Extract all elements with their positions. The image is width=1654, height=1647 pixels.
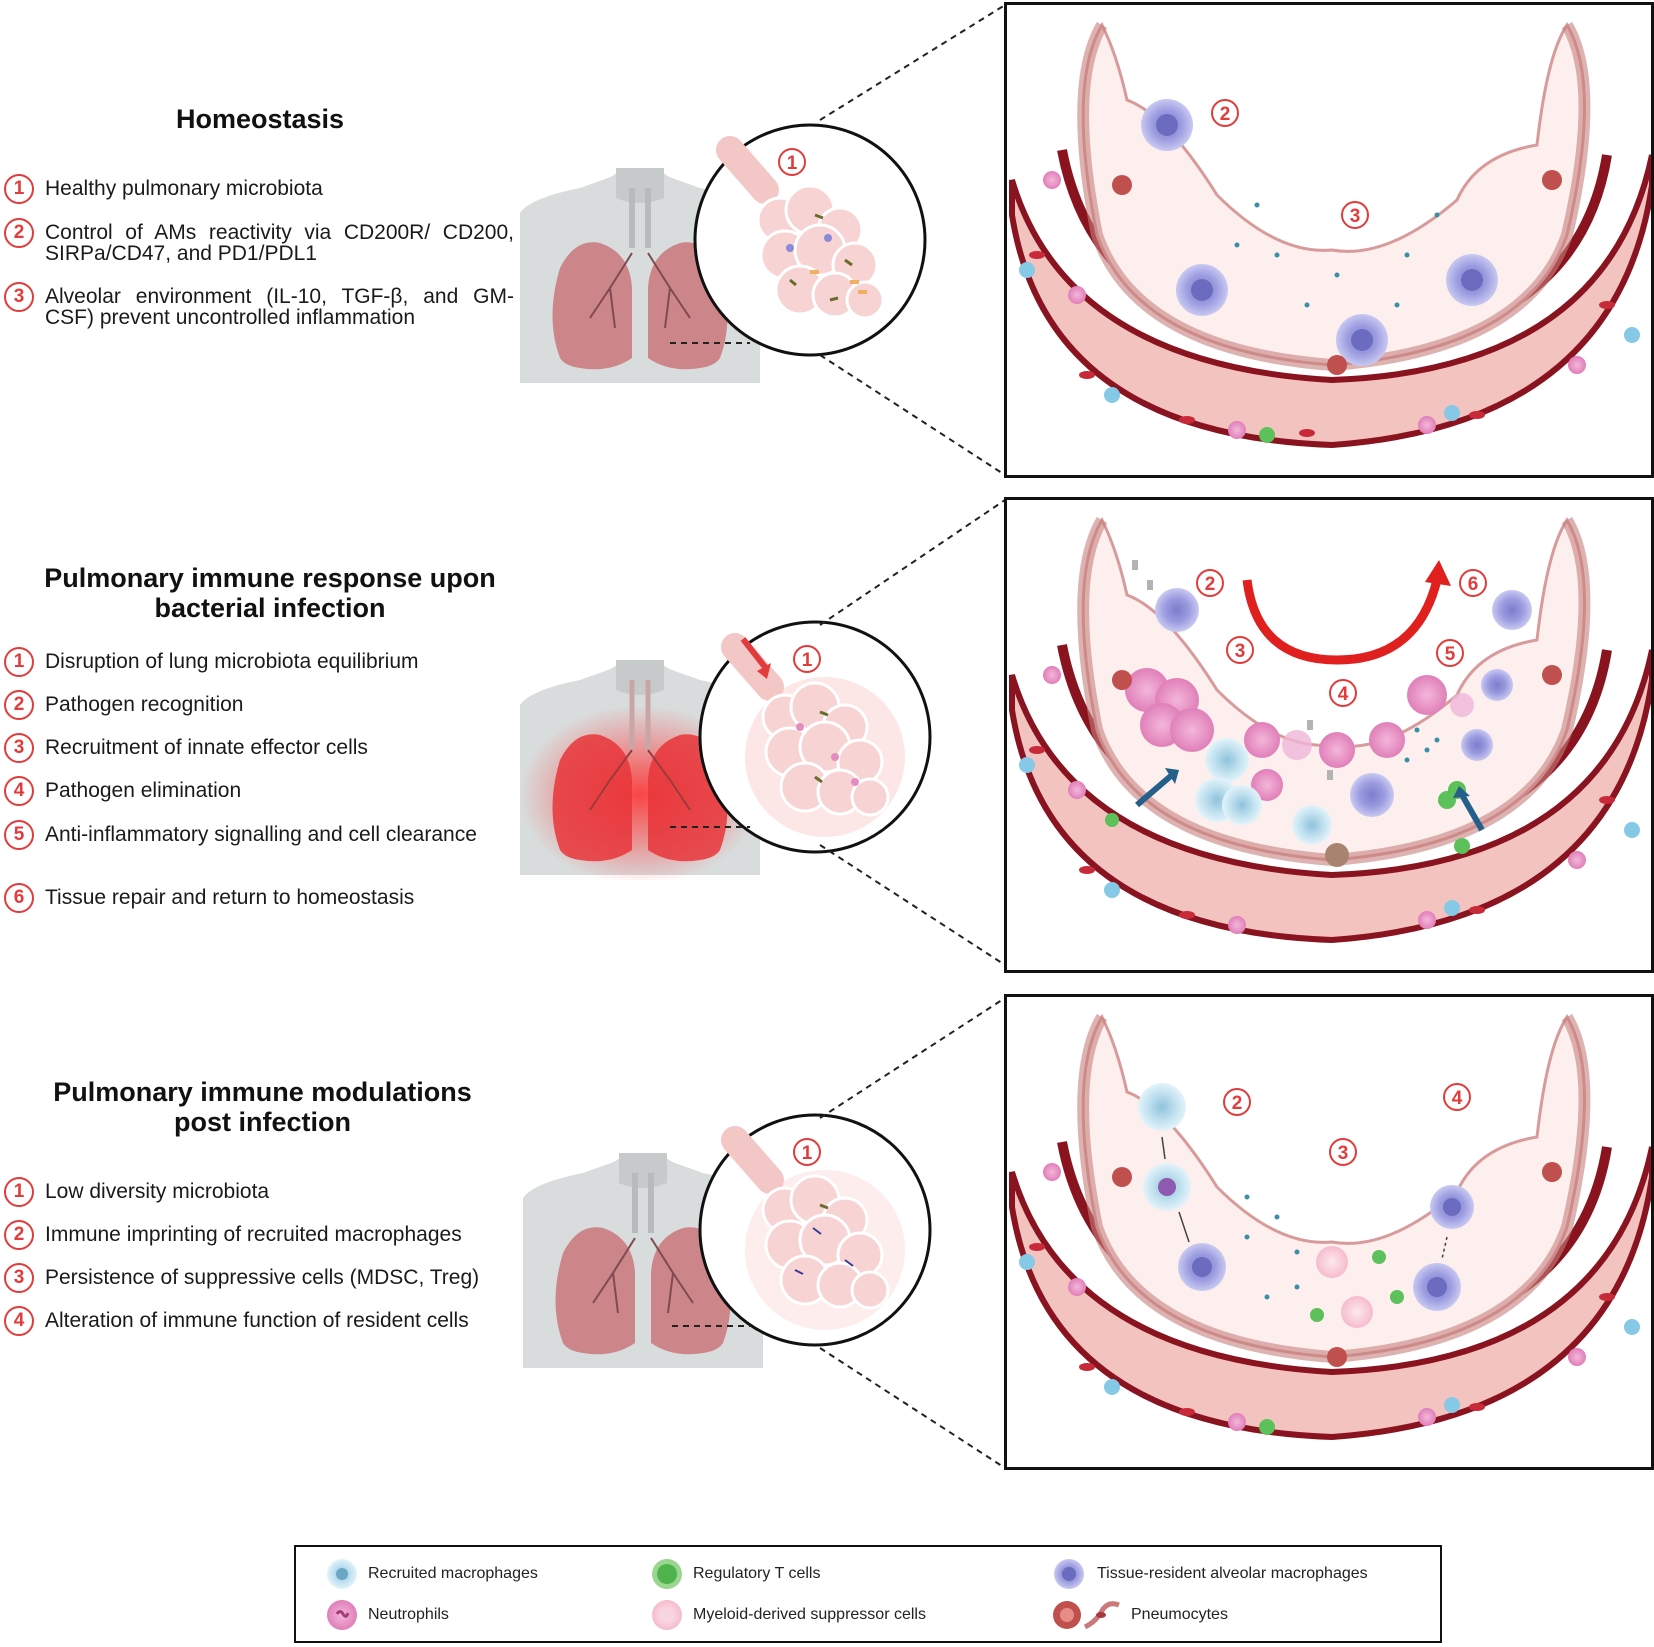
neutrophil-icon [327, 1600, 357, 1630]
zoom-step-label: 1 [802, 650, 813, 671]
legend-label: Tissue-resident alveolar macrophages [1097, 1565, 1368, 1582]
panel-step-label: 3 [1338, 1143, 1349, 1164]
step-number: 2 [4, 218, 34, 248]
list-item: 3 Recruitment of innate effector cells [4, 733, 519, 763]
list-item: 3 Alveolar environment (IL-10, TGF-β, an… [4, 282, 514, 328]
list-item: 1 Disruption of lung microbiota equilibr… [4, 647, 519, 677]
item-text: Alveolar environment (IL-10, TGF-β, and … [45, 285, 514, 329]
panel-step-label: 4 [1452, 1088, 1463, 1109]
legend-label: Myeloid-derived suppressor cells [693, 1606, 926, 1623]
panel-step-label: 4 [1338, 684, 1349, 705]
list-item: 2 Control of AMs reactivity via CD200R/ … [4, 218, 514, 264]
step-number: 2 [4, 690, 34, 720]
item-text: Pathogen elimination [45, 779, 242, 802]
item-text: Disruption of lung microbiota equilibriu… [45, 650, 419, 673]
pneumocyte-icon [1053, 1601, 1120, 1630]
item-text: Tissue repair and return to homeostasis [45, 886, 415, 909]
list-item: 3 Persistence of suppressive cells (MDSC… [4, 1263, 519, 1293]
step-number: 3 [4, 282, 34, 312]
step-number: 3 [4, 733, 34, 763]
step-number: 2 [4, 1220, 34, 1250]
item-text: Healthy pulmonary microbiota [45, 177, 323, 200]
step-number: 1 [4, 647, 34, 677]
section-title-post-infection: Pulmonary immune modulations post infect… [10, 1077, 515, 1137]
infected-alveoli-zoom-circle: 1 [698, 620, 932, 854]
list-item: 1 Healthy pulmonary microbiota [4, 174, 514, 204]
panel-step-label: 2 [1232, 1093, 1243, 1114]
section-title-infection: Pulmonary immune response upon bacterial… [10, 563, 530, 623]
item-text: Immune imprinting of recruited macrophag… [45, 1223, 462, 1246]
step-number: 4 [4, 776, 34, 806]
item-text: Anti-inflammatory signalling and cell cl… [45, 823, 477, 846]
zoom-connector-lines [672, 997, 1006, 1469]
step-number: 1 [4, 1177, 34, 1207]
legend-item: Neutrophils [326, 1599, 449, 1631]
list-item: 2 Pathogen recognition [4, 690, 519, 720]
legend-item: Recruited macrophages [326, 1558, 538, 1590]
item-text: Pathogen recognition [45, 693, 244, 716]
item-text: Persistence of suppressive cells (MDSC, … [45, 1266, 480, 1289]
legend-item: Tissue-resident alveolar macrophages [1051, 1558, 1368, 1590]
alveoli-zoom-circle: 1 [698, 1113, 932, 1347]
alveolar-macrophage-icon [1054, 1559, 1084, 1589]
panel-step-label: 5 [1445, 644, 1456, 665]
title-line: Pulmonary immune response upon [44, 563, 496, 593]
legend-item: Pneumocytes [1051, 1599, 1228, 1631]
infection-alveolus-panel: 2 6 3 5 4 [1004, 497, 1654, 973]
recruited-macrophage-icon [327, 1559, 357, 1589]
legend-item: Myeloid-derived suppressor cells [651, 1599, 926, 1631]
list-item: 2 Immune imprinting of recruited macroph… [4, 1220, 519, 1250]
mdsc-icon [652, 1600, 682, 1630]
panel-step-label: 3 [1235, 641, 1246, 662]
list-item: 5 Anti-inflammatory signalling and cell … [4, 820, 519, 850]
step-number: 5 [4, 820, 34, 850]
legend-item: Regulatory T cells [651, 1558, 820, 1590]
panel-step-label: 2 [1220, 104, 1231, 125]
title-line: post infection [174, 1107, 351, 1137]
list-item: 6 Tissue repair and return to homeostasi… [4, 883, 519, 913]
legend: Recruited macrophages Neutrophils Regula… [294, 1545, 1442, 1643]
regulatory-t-cell-icon [652, 1559, 682, 1589]
zoom-connector-lines [670, 499, 1006, 966]
item-text: Alteration of immune function of residen… [45, 1309, 469, 1332]
alveoli-zoom-circle: 1 [693, 123, 927, 357]
item-text: Low diversity microbiota [45, 1180, 270, 1203]
legend-label: Pneumocytes [1131, 1606, 1228, 1623]
item-text: Recruitment of innate effector cells [45, 736, 368, 759]
homeostasis-alveolus-panel: 2 3 [1004, 2, 1654, 478]
title-line: Pulmonary immune modulations [53, 1077, 472, 1107]
title-line: bacterial infection [154, 593, 386, 623]
panel-step-label: 2 [1205, 574, 1216, 595]
zoom-step-label: 1 [787, 153, 798, 174]
panel-step-label: 3 [1350, 206, 1361, 227]
alveolar-macrophage-icon [1141, 99, 1498, 366]
legend-label: Regulatory T cells [693, 1565, 821, 1582]
legend-label: Neutrophils [368, 1606, 449, 1623]
step-number: 6 [4, 883, 34, 913]
section-title-homeostasis: Homeostasis [175, 104, 345, 134]
item-text: Control of AMs reactivity via CD200R/ CD… [45, 221, 514, 265]
step-number: 1 [4, 174, 34, 204]
post-infection-alveolus-panel: 2 4 3 [1004, 994, 1654, 1470]
zoom-connector-lines [670, 4, 1006, 476]
panel-step-label: 6 [1468, 574, 1479, 595]
zoom-step-label: 1 [802, 1143, 813, 1164]
step-number: 4 [4, 1306, 34, 1336]
list-item: 4 Alteration of immune function of resid… [4, 1306, 519, 1336]
legend-label: Recruited macrophages [368, 1565, 538, 1582]
list-item: 1 Low diversity microbiota [4, 1177, 519, 1207]
step-number: 3 [4, 1263, 34, 1293]
list-item: 4 Pathogen elimination [4, 776, 519, 806]
